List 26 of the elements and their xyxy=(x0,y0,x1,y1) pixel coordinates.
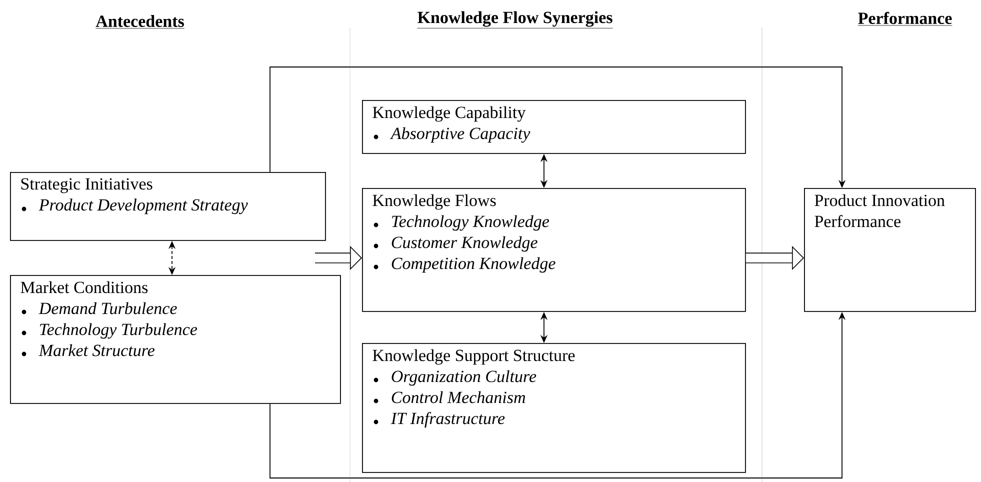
bullet-item: Technology Turbulence xyxy=(40,323,198,339)
box-heading: Knowledge Support Structure xyxy=(372,349,575,365)
concept-box xyxy=(10,172,326,241)
concept-box xyxy=(804,188,976,312)
box-heading: Knowledge Flows xyxy=(372,194,496,210)
bullet-item: Market Structure xyxy=(38,344,155,356)
bullet-item: IT Infrastructure xyxy=(390,412,505,428)
bullet-item: Organization Culture xyxy=(392,370,536,386)
column-heading: Knowledge Flow Synergies xyxy=(417,11,613,28)
bullet-item: Customer Knowledge xyxy=(392,236,538,252)
bullet-item: Demand Turbulence xyxy=(38,302,177,314)
box-heading: Strategic Initiatives xyxy=(21,178,152,194)
concept-box xyxy=(362,100,746,154)
box-heading: Market Conditions xyxy=(20,281,148,294)
column-heading: Antecedents xyxy=(95,15,185,29)
concept-box xyxy=(362,343,746,473)
bullet-item: Control Mechanism xyxy=(392,391,526,404)
box-heading: Knowledge Capability xyxy=(372,106,526,122)
box-heading: Product Innovation Performance xyxy=(814,194,945,228)
bullet-item: Technology Knowledge xyxy=(392,215,550,231)
concept-box xyxy=(10,275,341,404)
bullet-item: Competition Knowledge xyxy=(392,257,556,273)
column-heading: Performance xyxy=(858,12,952,26)
bullet-item: Absorptive Capacity xyxy=(390,127,530,143)
concept-box xyxy=(362,188,746,312)
bullet-item: Product Development Strategy xyxy=(38,198,248,214)
